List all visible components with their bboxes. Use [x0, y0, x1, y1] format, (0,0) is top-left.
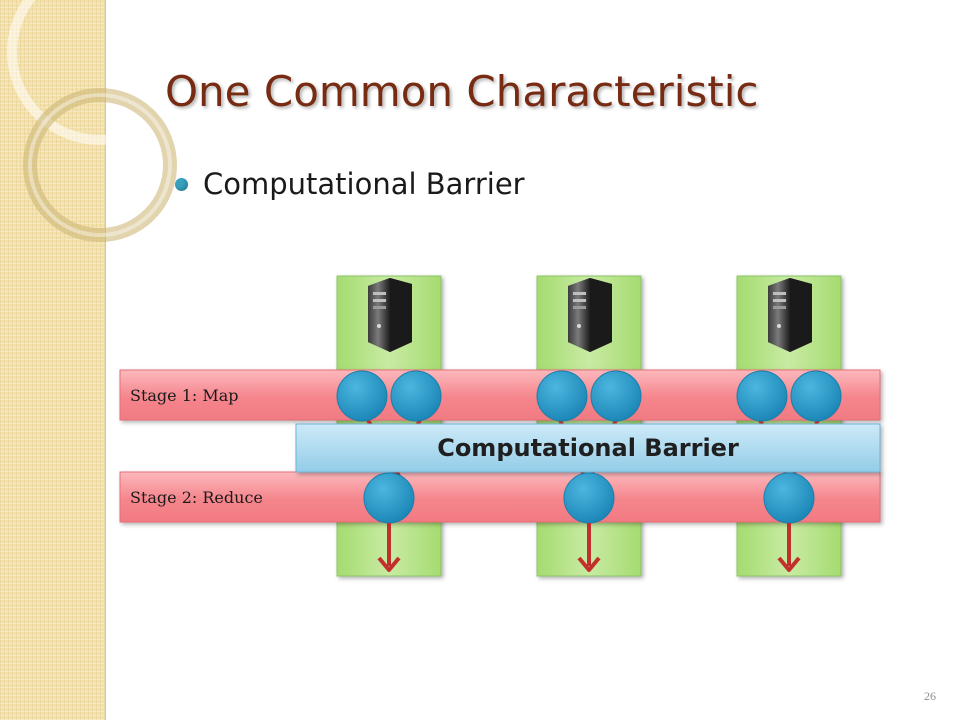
map-node-circle [336, 370, 388, 422]
bullet-text: Computational Barrier [203, 167, 525, 201]
computational-barrier-bar [295, 423, 881, 473]
down-arrow-icon [377, 523, 401, 572]
computational-barrier-label: Computational Barrier [437, 434, 739, 462]
reduce-node-circle [763, 472, 815, 524]
reduce-node-circle [363, 472, 415, 524]
bullet-dot-icon [175, 177, 188, 191]
page-number: 26 [924, 689, 936, 703]
down-arrow-icon [577, 523, 601, 572]
stage-map-label: Stage 1: Map [130, 386, 239, 405]
map-node-circle [736, 370, 788, 422]
bullet-item: Computational Barrier [175, 162, 525, 206]
map-node-circle [390, 370, 442, 422]
stage-reduce-label: Stage 2: Reduce [130, 488, 263, 507]
down-arrow-icon [777, 523, 801, 572]
map-node-circle [536, 370, 588, 422]
decorative-rings [7, 0, 180, 242]
map-node-circle [590, 370, 642, 422]
slide-title: One Common Characteristic [165, 67, 759, 116]
server-icon [768, 278, 812, 352]
map-node-circle [790, 370, 842, 422]
reduce-node-circle [563, 472, 615, 524]
server-icon [568, 278, 612, 352]
stage-reduce-bar [119, 471, 881, 523]
server-icon [368, 278, 412, 352]
